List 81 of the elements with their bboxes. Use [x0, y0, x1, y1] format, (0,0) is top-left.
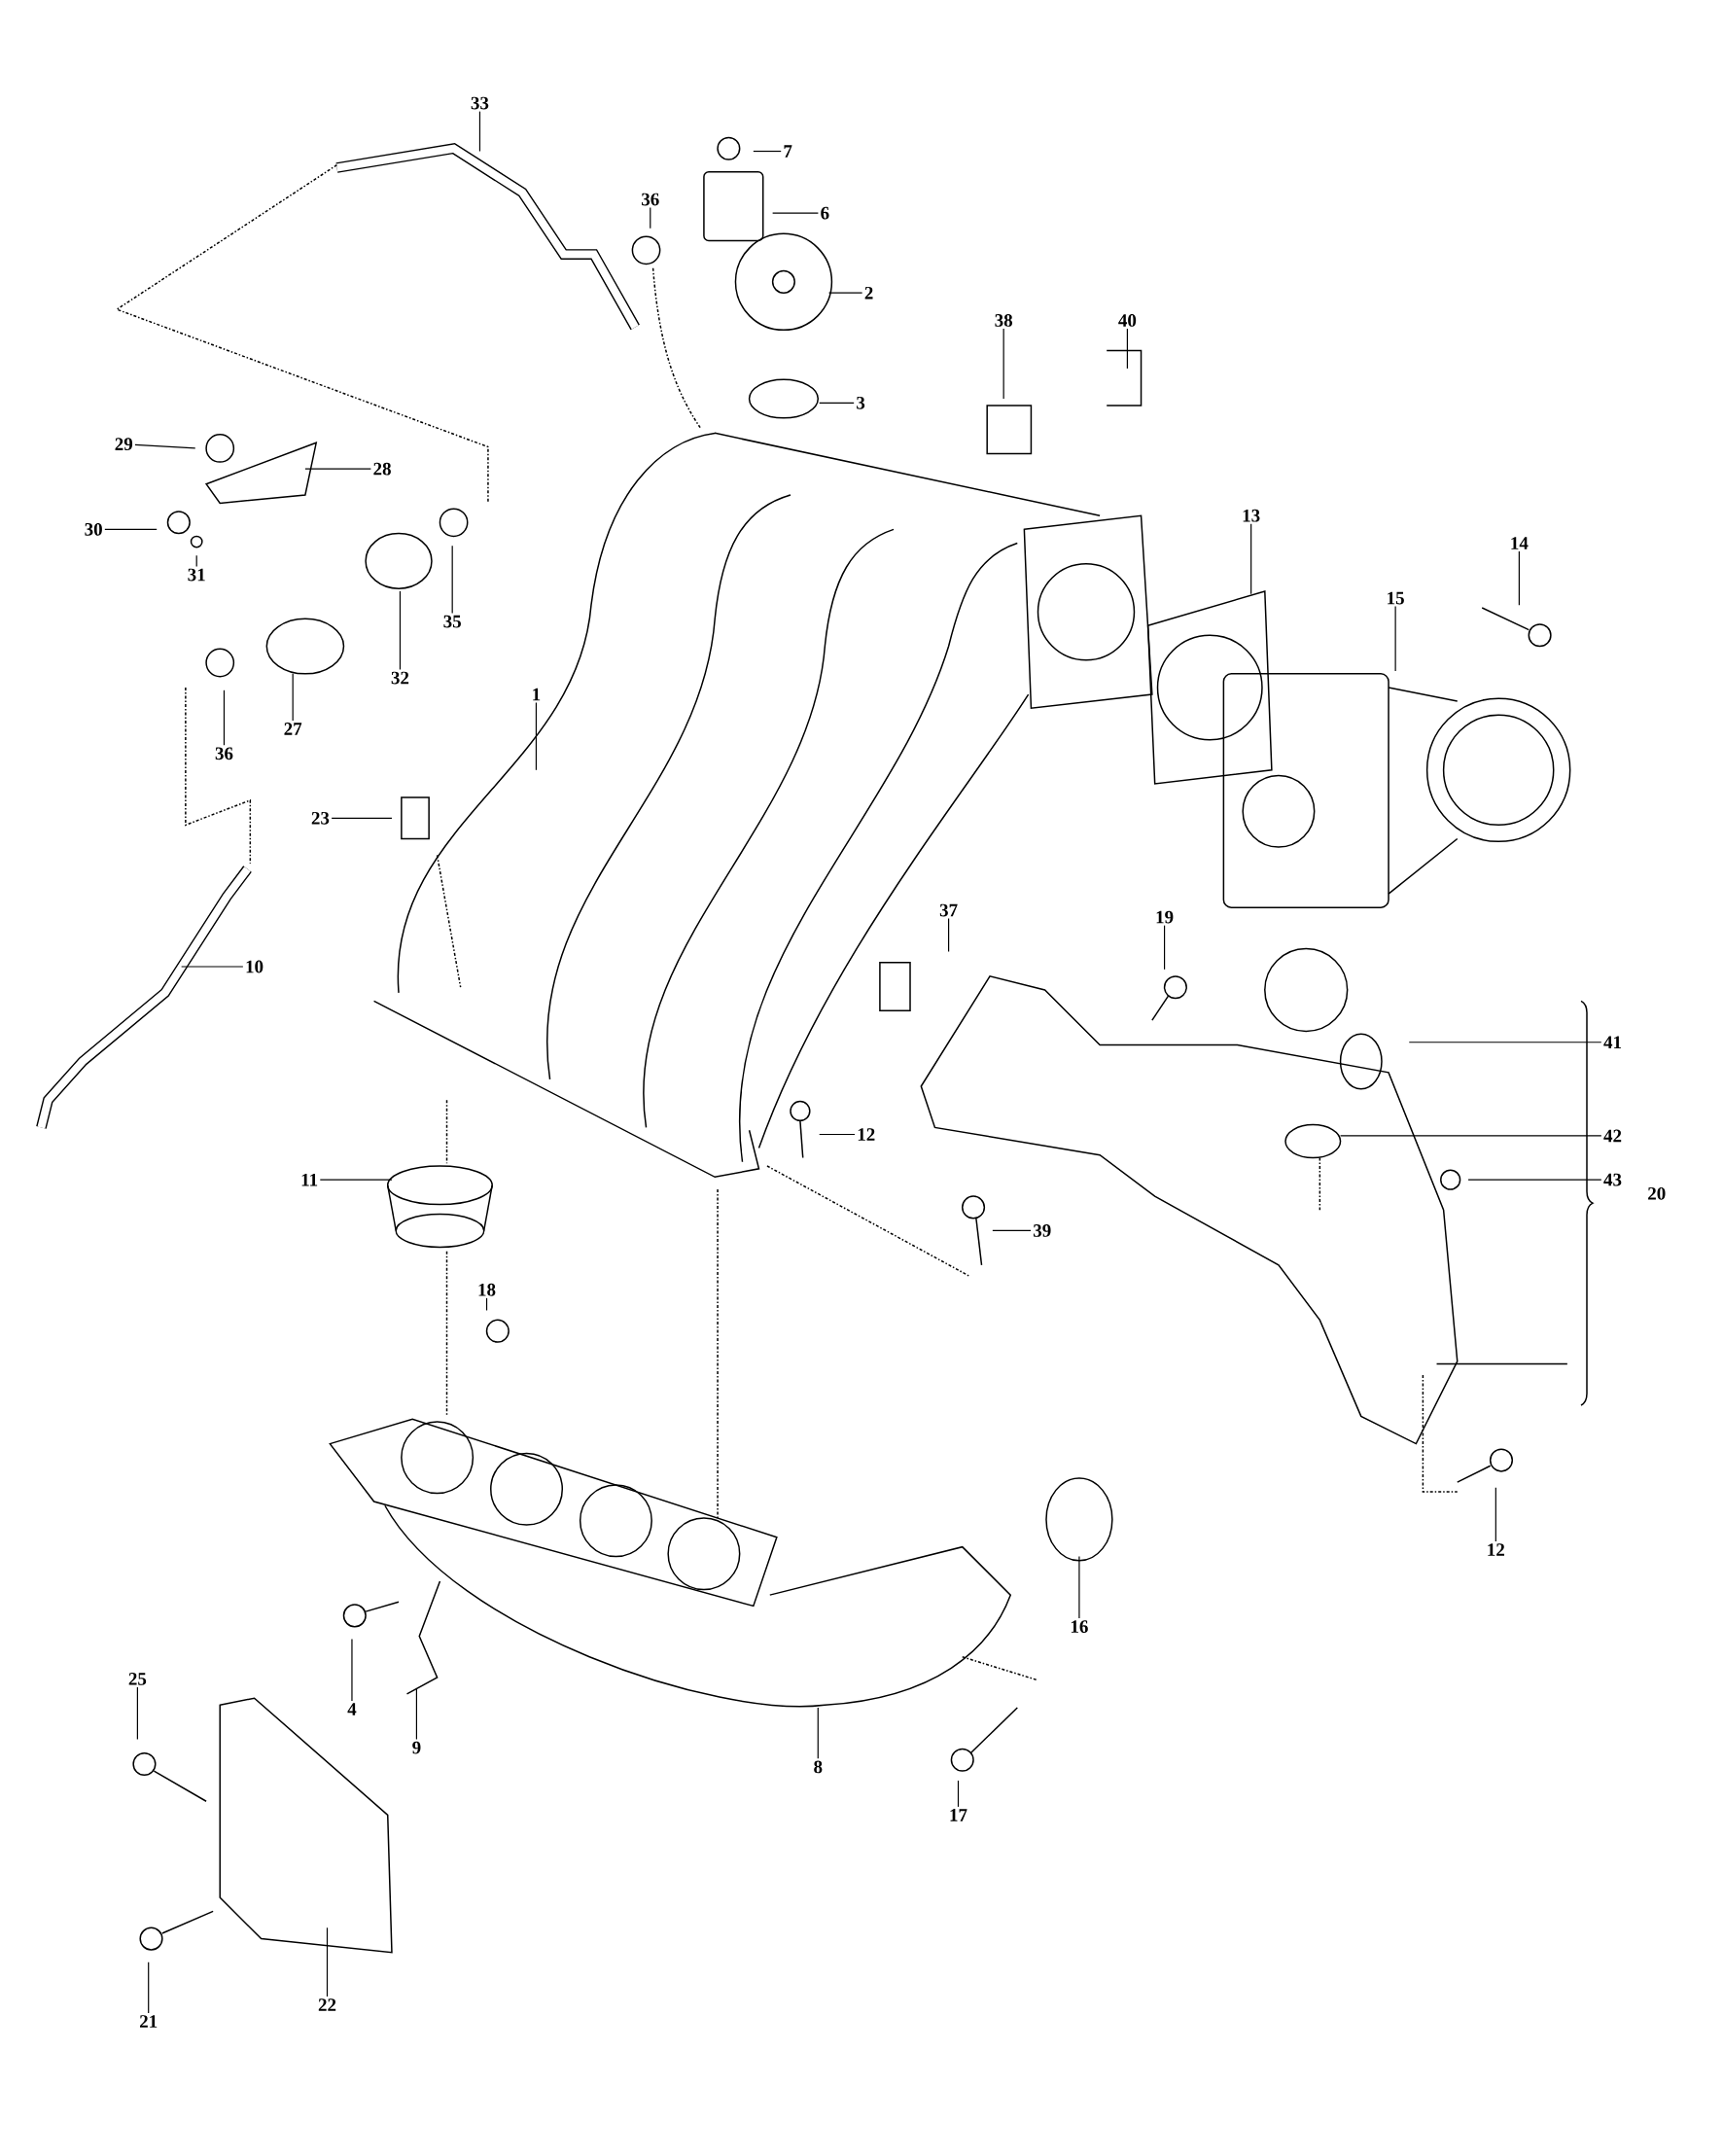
callout-number: 22 [319, 1998, 336, 2011]
callout-number: 12 [1488, 1543, 1505, 1556]
leader-line [104, 528, 158, 530]
callout-number: 42 [1603, 1129, 1622, 1143]
leader-line [1002, 328, 1004, 400]
leader-line [292, 673, 294, 722]
callout-number: 20 [1648, 1186, 1666, 1200]
callout-number: 1 [533, 688, 541, 701]
callout-number: 15 [1388, 591, 1405, 605]
callout-number: 13 [1243, 509, 1260, 522]
leader-line [486, 1297, 488, 1312]
callout-number: 43 [1603, 1173, 1622, 1186]
callout-number: 12 [859, 1128, 875, 1141]
leader-line [331, 817, 393, 819]
leader-line [828, 292, 863, 294]
callout-number: 2 [864, 286, 873, 300]
callout-number: 21 [140, 2015, 158, 2028]
leader-line [416, 1687, 418, 1741]
callout-number: 33 [471, 96, 489, 110]
callout-number: 8 [814, 1760, 823, 1774]
leader-line [134, 443, 196, 449]
leader-line [319, 1179, 393, 1181]
leader-line [772, 212, 820, 214]
leader-line [195, 554, 197, 568]
callout-number: 17 [950, 1809, 967, 1821]
callout-number: 25 [128, 1673, 147, 1685]
callout-number: 16 [1072, 1620, 1089, 1634]
callout-number: 29 [115, 438, 133, 451]
leader-line [1494, 1487, 1497, 1542]
callout-number: 40 [1118, 314, 1137, 327]
callout-number: 10 [246, 960, 264, 973]
callout-number: 3 [857, 396, 865, 409]
leader-line [817, 1707, 820, 1759]
leader-line [400, 590, 402, 671]
leader-line [819, 402, 855, 404]
callout-number: 6 [821, 206, 829, 220]
callout-number: 37 [940, 903, 958, 917]
callout-number: 23 [311, 811, 330, 825]
leader-line [958, 1780, 960, 1808]
leader-line [992, 1229, 1032, 1232]
leader-line [351, 1638, 353, 1702]
leader-line [1078, 1555, 1080, 1619]
leader-line [304, 468, 372, 470]
leader-line [451, 545, 453, 615]
leader-line [137, 1686, 139, 1741]
callout-number: 7 [784, 145, 792, 158]
callout-number: 11 [301, 1173, 318, 1186]
leader-line [1467, 1179, 1602, 1181]
leader-line [1518, 550, 1521, 606]
callout-number: 4 [347, 1703, 357, 1715]
leader-line [1250, 523, 1252, 595]
leader-line [479, 111, 481, 153]
callout-number: 30 [85, 522, 103, 536]
leader-line [1340, 1135, 1602, 1137]
callout-number: 19 [1156, 910, 1174, 924]
leader-line [650, 207, 651, 230]
callout-number: 32 [391, 671, 409, 685]
leader-line [1408, 1042, 1602, 1043]
callout-number: 36 [215, 747, 233, 760]
callout-number: 9 [412, 1741, 421, 1754]
callout-number: 28 [373, 462, 392, 476]
callout-number: 39 [1034, 1224, 1051, 1237]
leader-line [819, 1133, 856, 1136]
leader-line [181, 966, 244, 968]
leader-line [536, 701, 538, 771]
leader-line [327, 1926, 329, 1997]
callout-number: 38 [995, 314, 1013, 327]
callout-number: 35 [443, 615, 462, 628]
leader-line [1127, 328, 1129, 370]
leader-line [148, 1962, 150, 2014]
leader-line [753, 150, 782, 153]
leader-line [224, 689, 226, 746]
callout-number: 27 [284, 723, 302, 735]
callout-number: 36 [642, 193, 659, 206]
callout-number: 14 [1511, 537, 1529, 549]
callout-number: 18 [478, 1283, 496, 1296]
callout-number: 41 [1603, 1036, 1622, 1048]
leader-line [1394, 606, 1396, 672]
leader-line [1164, 925, 1166, 971]
leader-line [948, 918, 950, 953]
callout-number: 31 [188, 568, 205, 582]
